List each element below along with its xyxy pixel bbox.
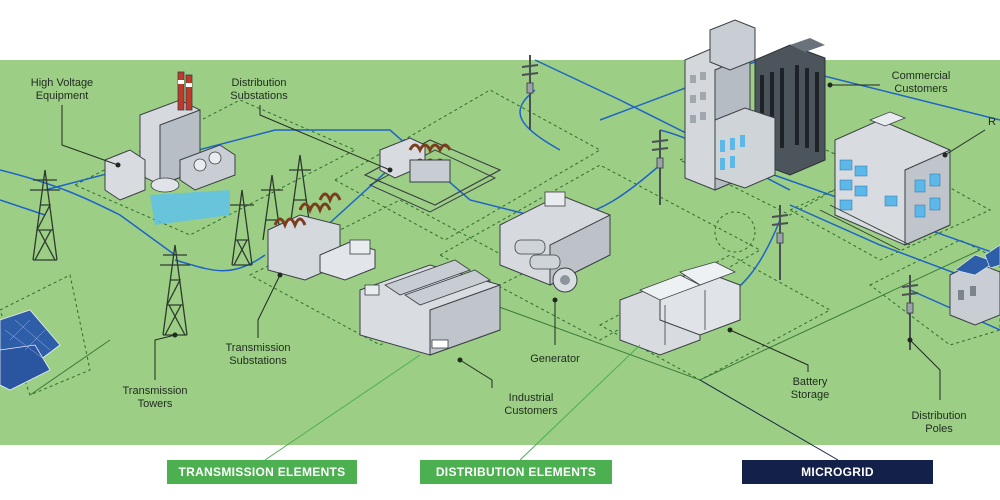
label-commercial-customers: Commercial Customers: [891, 70, 951, 95]
transmission-tower-icon: [30, 154, 311, 336]
legend-transmission-elements: TRANSMISSION ELEMENTS: [167, 460, 357, 484]
label-distribution-poles: Distribution Poles: [911, 410, 967, 435]
solar-panel-icon: [0, 309, 61, 391]
label-transmission-substations: Transmission Substations: [225, 342, 291, 367]
factory-icon: [359, 259, 501, 356]
legend-distribution-elements: DISTRIBUTION ELEMENTS: [420, 460, 612, 484]
battery-icon: [619, 261, 741, 356]
label-transmission-towers: Transmission Towers: [122, 385, 188, 410]
transmission-substation-icon: [267, 192, 376, 281]
label-distribution-substations: Distribution Substations: [230, 77, 288, 102]
label-industrial-customers: Industrial Customers: [504, 392, 558, 417]
label-high-voltage-equipment: High Voltage Equipment: [30, 77, 94, 102]
house-icon: [949, 244, 1000, 326]
callout-lines: [61, 84, 986, 400]
callout-dots: [115, 82, 948, 363]
label-residential-partial: R: [988, 116, 996, 128]
office-building-icon: [684, 19, 826, 191]
legend-microgrid: MICROGRID: [742, 460, 933, 484]
power-plant-icon: [104, 71, 236, 225]
utility-pole-icon: [521, 55, 919, 350]
label-generator: Generator: [530, 353, 580, 365]
label-battery-storage: Battery Storage: [790, 376, 830, 401]
generator-icon: [499, 191, 611, 293]
residential-building-icon: [819, 111, 951, 251]
legend-connectors: [264, 344, 839, 461]
